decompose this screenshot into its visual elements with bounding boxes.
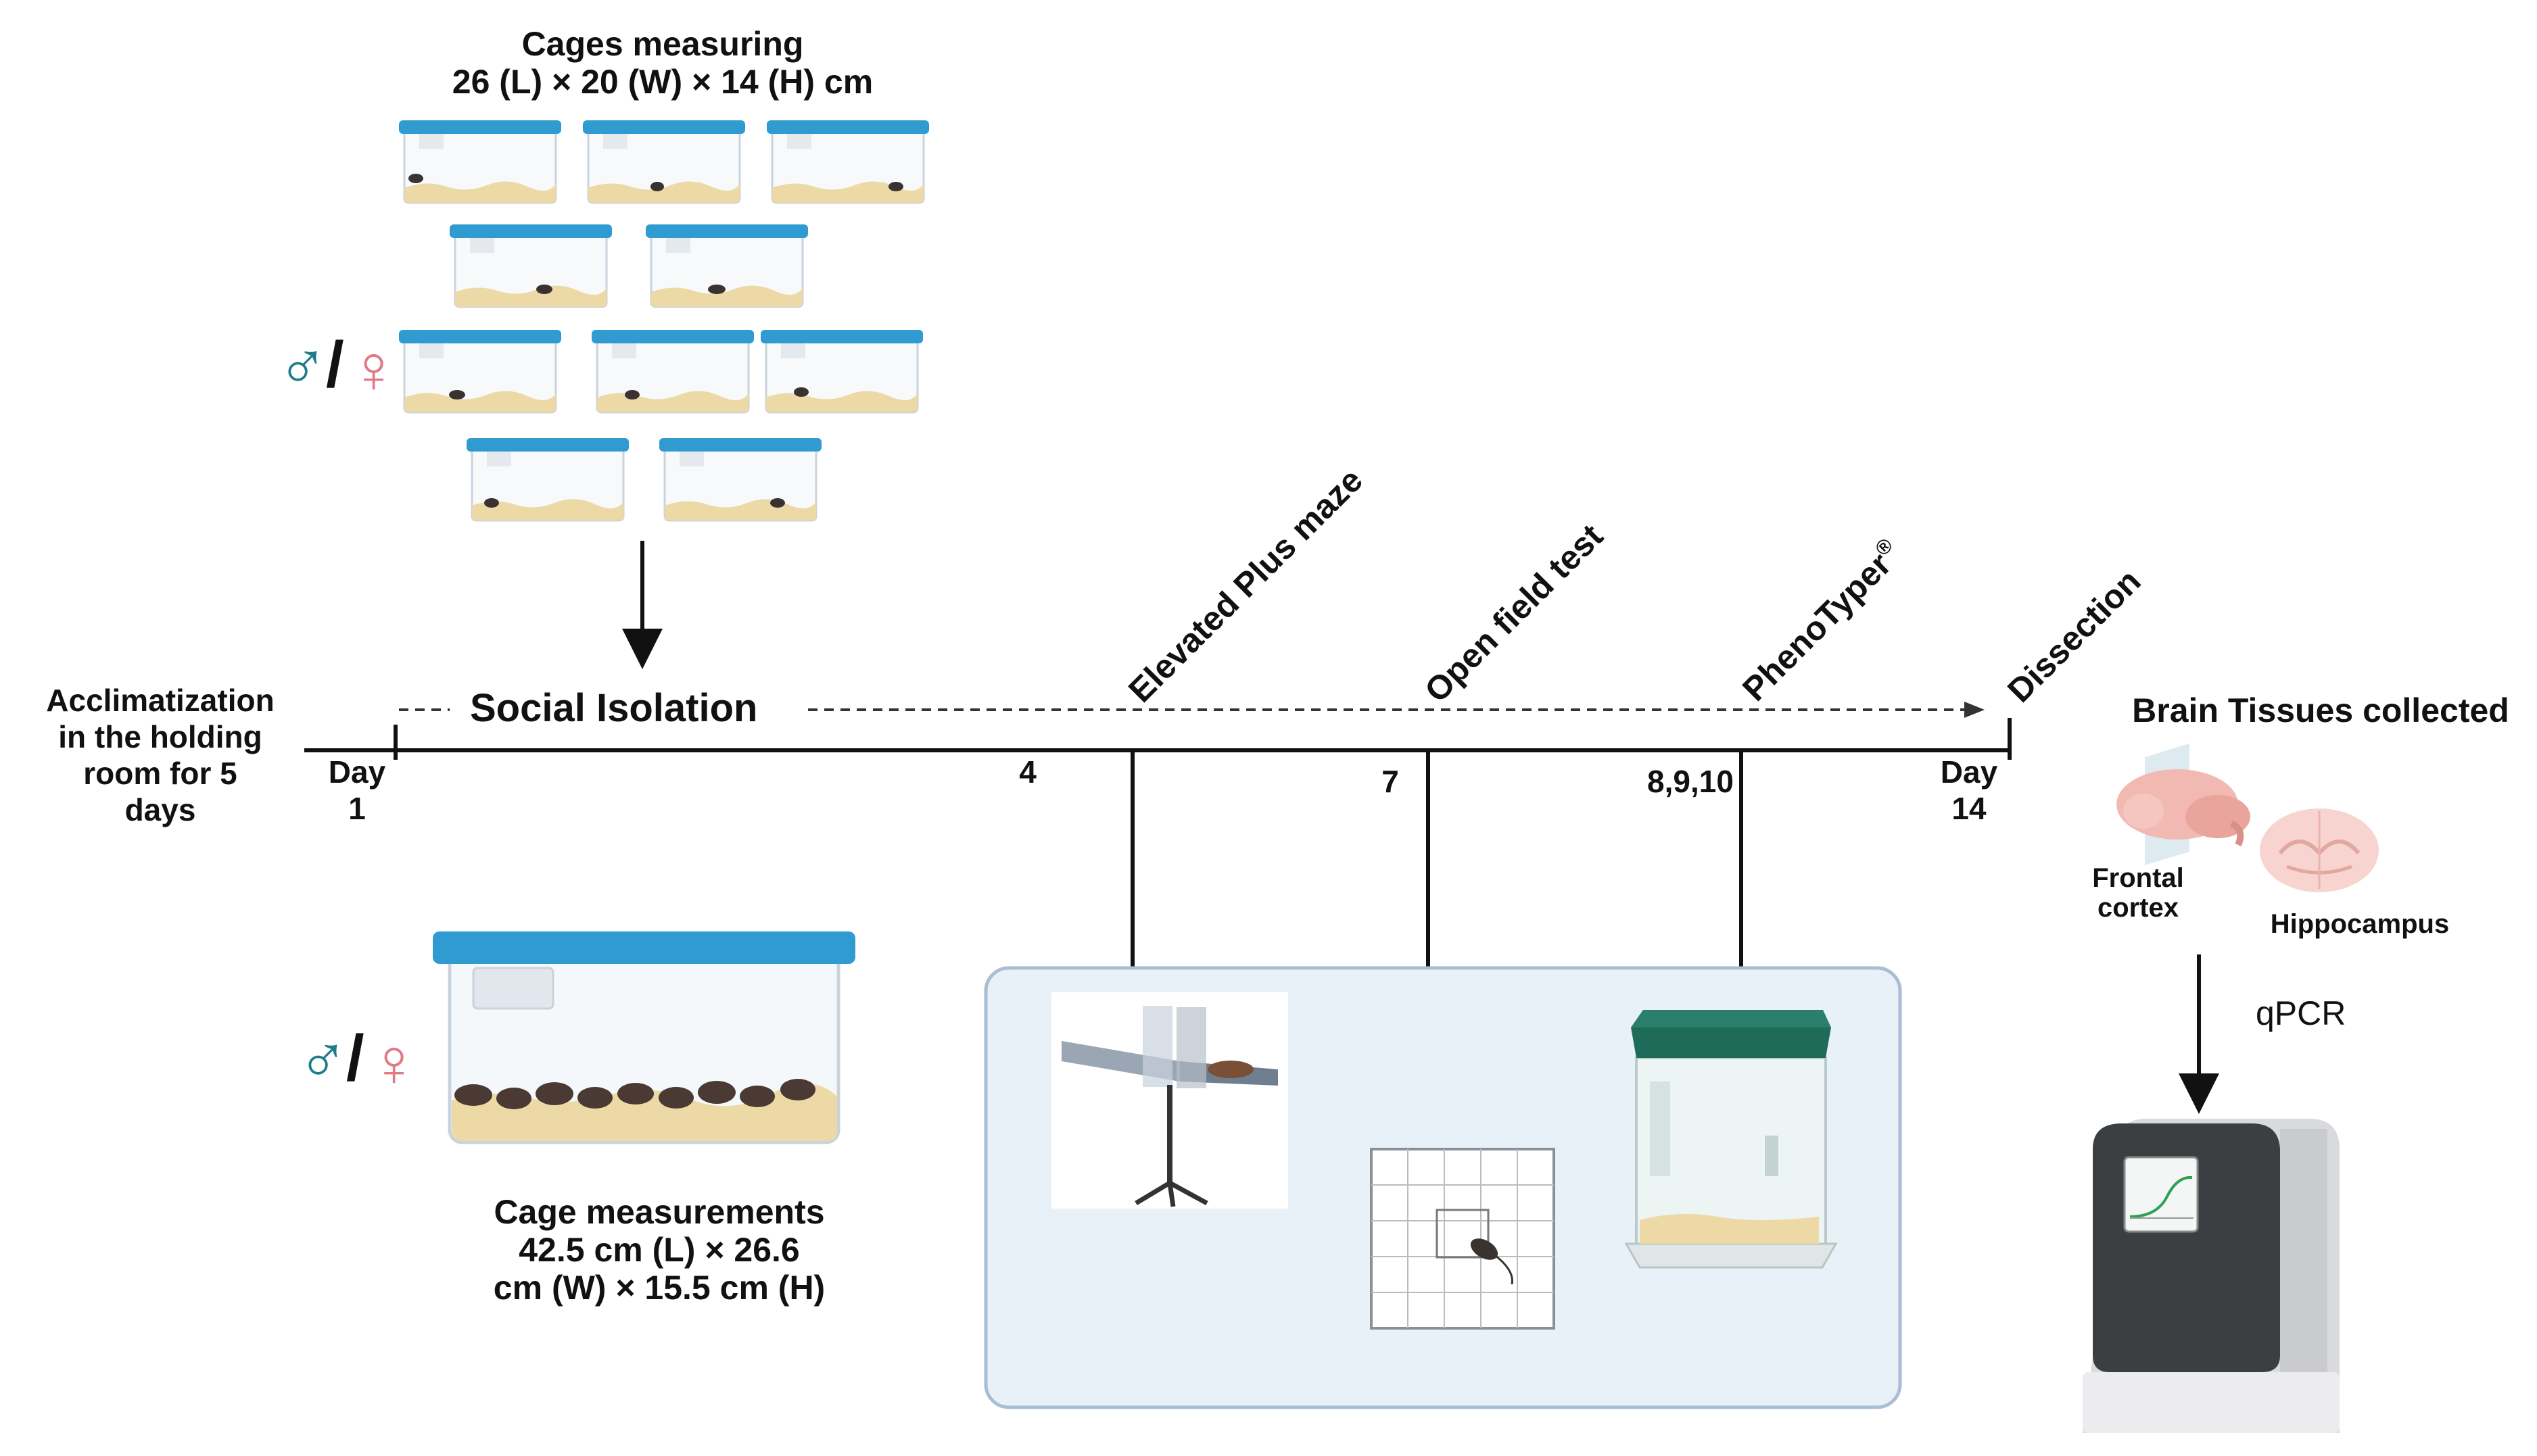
cage-1	[399, 120, 561, 204]
group-cage-caption-line3: cm (W) × 15.5 cm (H)	[494, 1269, 825, 1307]
male-symbol-bottom: ♂	[298, 1019, 348, 1095]
tick-label-phenotyper: 8,9,10	[1647, 764, 1734, 799]
isolation-arrowhead	[1964, 702, 1985, 718]
group-cage-caption-line2: 42.5 cm (L) × 26.6	[519, 1231, 800, 1269]
brain-coronal-image	[2260, 808, 2379, 892]
acclimatization-line3: room for 5	[83, 756, 237, 791]
phenotyper-cage	[1624, 1010, 1838, 1269]
label-elevated-plus-maze: Elevated Plus maze	[1121, 461, 1370, 710]
sex-symbols-top: ♂ / ♀	[277, 326, 399, 407]
acclimatization-line2: in the holding	[58, 719, 262, 754]
hippocampus-label: Hippocampus	[2271, 909, 2449, 939]
cage-2	[583, 120, 745, 204]
brain-sagittal-image	[2116, 744, 2250, 865]
cage-8	[761, 330, 923, 414]
sex-symbols-bottom: ♂ / ♀	[298, 1019, 419, 1100]
qpcr-label: qPCR	[2256, 994, 2346, 1032]
acclimatization-line4: days	[125, 792, 196, 827]
label-open-field-test: Open field test	[1417, 516, 1610, 709]
brain-tissues-title: Brain Tissues collected	[2132, 691, 2509, 729]
tick-label-epm: 4	[1019, 754, 1037, 790]
female-symbol: ♀	[348, 331, 399, 407]
cage-5	[646, 224, 808, 308]
individual-cages-group	[399, 120, 929, 522]
open-field-arena	[1370, 1148, 1555, 1330]
cage-3	[767, 120, 929, 204]
start-day-word: Day	[329, 754, 386, 790]
social-isolation-label: Social Isolation	[470, 686, 757, 730]
phenotyper-name: PhenoTyper	[1735, 545, 1898, 708]
top-cages-caption-line1: Cages measuring	[522, 25, 804, 63]
start-day-number: 1	[348, 791, 366, 826]
qpcr-machine	[2083, 1119, 2340, 1433]
female-symbol-bottom: ♀	[369, 1025, 419, 1100]
label-phenotyper: PhenoTyper®	[1734, 534, 1909, 708]
tick-label-oft: 7	[1381, 764, 1399, 799]
acclimatization-line1: Acclimatization	[46, 683, 274, 718]
group-cage-caption-line1: Cage measurements	[494, 1193, 824, 1231]
frontal-cortex-label-line2: cortex	[2097, 893, 2179, 923]
top-cages-caption-line2: 26 (L) × 20 (W) × 14 (H) cm	[452, 63, 873, 101]
cage-6	[399, 330, 561, 414]
end-day-word: Day	[1941, 754, 1998, 790]
sex-separator-bottom: /	[346, 1022, 364, 1094]
cage-9	[467, 438, 629, 522]
frontal-cortex-label-line1: Frontal	[2092, 863, 2184, 893]
male-symbol: ♂	[277, 326, 328, 402]
elevated-plus-maze-apparatus	[1051, 992, 1288, 1209]
label-dissection: Dissection	[2000, 562, 2148, 709]
cage-10	[659, 438, 822, 522]
end-day-number: 14	[1951, 791, 1987, 826]
cage-7	[592, 330, 754, 414]
sex-separator: /	[326, 329, 344, 401]
cage-4	[450, 224, 612, 308]
group-housing-cage	[433, 931, 855, 1144]
